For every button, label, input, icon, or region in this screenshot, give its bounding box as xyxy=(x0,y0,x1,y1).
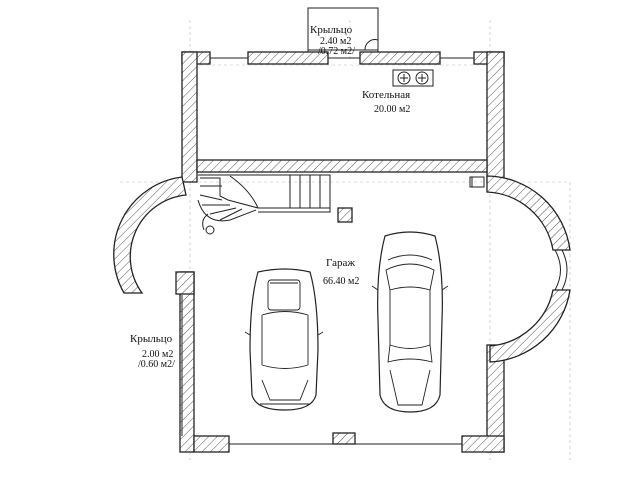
boiler-fixture-icon xyxy=(392,69,434,87)
boiler-room-name: Котельная xyxy=(362,89,410,101)
drain-icon xyxy=(332,432,356,445)
column-icon xyxy=(337,176,485,223)
walls xyxy=(113,51,571,453)
porch-top-area2: /0.72 м2/ xyxy=(318,46,355,57)
porch-top-area: 2.40 м2 xyxy=(320,36,351,47)
porch-left-area2: /0.60 м2/ xyxy=(138,359,175,370)
car-icon xyxy=(244,268,324,411)
porch-left-name: Крыльцо xyxy=(130,333,173,345)
room-labels: Крыльцо 2.40 м2 /0.72 м2/ Котельная 20.0… xyxy=(130,24,410,370)
garage-name: Гараж xyxy=(326,257,355,269)
boiler-room-area: 20.00 м2 xyxy=(374,104,410,115)
porch-left-area: 2.00 м2 xyxy=(142,349,173,360)
garage-area: 66.40 м2 xyxy=(323,276,359,287)
car-icon xyxy=(371,231,449,413)
stair-icon xyxy=(197,174,331,235)
porch-top-name: Крыльцо xyxy=(310,24,353,36)
